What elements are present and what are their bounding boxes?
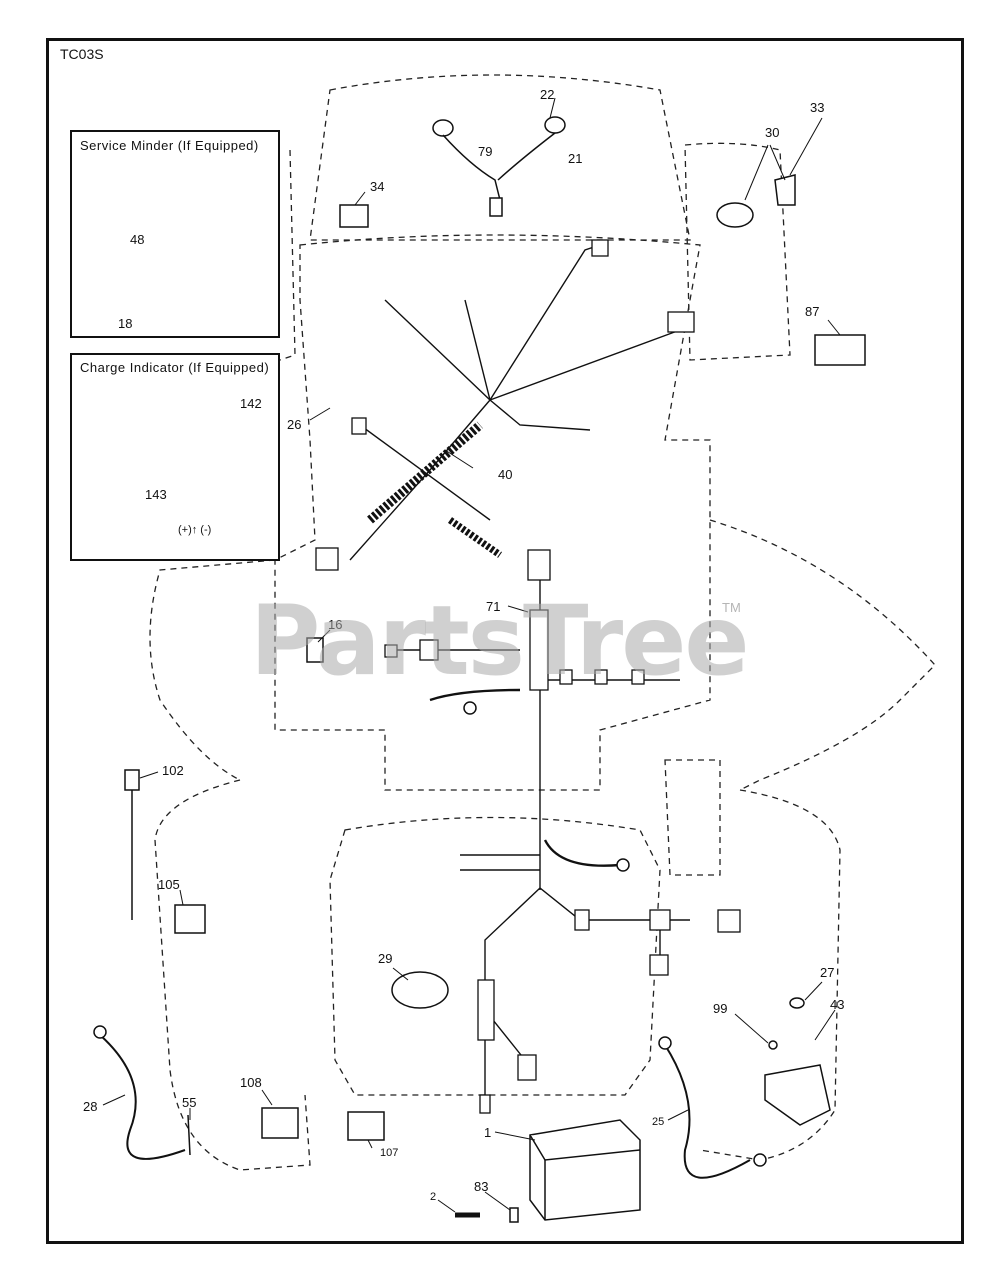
solenoid-105 [174,904,206,934]
part-label-40[interactable]: 40 [498,467,513,482]
part-label-108[interactable]: 108 [240,1075,262,1090]
plug-16 [306,637,324,663]
part-label-143[interactable]: 143 [145,487,167,502]
part-label-2[interactable]: 2 [430,1191,437,1203]
part-label-28[interactable]: 28 [83,1099,98,1114]
part-label-107[interactable]: 107 [380,1147,399,1159]
nut-83 [509,1207,519,1223]
part-label-79[interactable]: 79 [478,144,493,159]
watermark-logo: PartsTree [250,585,749,697]
dash-outline [274,234,711,791]
service-minder-inset [70,130,280,338]
headlight-left [432,119,454,137]
watermark-trademark: TM [722,600,741,615]
part-label-22[interactable]: 22 [540,87,555,102]
charge-indicator-title: Charge Indicator (If Equipped) [78,360,272,375]
ground-cable-right [664,1044,751,1179]
connector-main [527,549,551,581]
part-label-105[interactable]: 105 [158,877,180,892]
part-label-71[interactable]: 71 [486,599,501,614]
left-fender-outline [149,559,276,781]
part-label-48[interactable]: 48 [130,232,145,247]
part-label-83[interactable]: 83 [474,1179,489,1194]
right-fender-outline [709,519,936,791]
ignition-key [774,174,796,206]
part-label-30[interactable]: 30 [765,125,780,140]
part-label-33[interactable]: 33 [810,100,825,115]
part-label-25[interactable]: 25 [652,1116,665,1128]
part-label-29[interactable]: 29 [378,951,393,966]
part-label-142[interactable]: 142 [240,396,262,411]
nut-27 [789,997,805,1009]
part-label-43[interactable]: 43 [830,997,845,1012]
diagram-code: TC03S [60,46,104,62]
polarity-label: (+)↑ (-) [178,524,212,536]
part-label-55[interactable]: 55 [182,1095,197,1110]
screw-55 [187,1114,191,1156]
battery [529,1119,641,1221]
part-label-26[interactable]: 26 [287,417,302,432]
harness-loom [367,421,483,524]
headlight-connector [489,197,503,217]
rear-body-outline [699,789,841,1161]
part-label-16[interactable]: 16 [328,617,343,632]
part-label-99[interactable]: 99 [713,1001,728,1016]
part-label-27[interactable]: 27 [820,965,835,980]
part-label-18[interactable]: 18 [118,316,133,331]
service-minder-title: Service Minder (If Equipped) [78,138,261,153]
switch-108 [261,1107,299,1139]
part-label-34[interactable]: 34 [370,179,385,194]
component-29 [391,971,449,1009]
part-label-21[interactable]: 21 [568,151,583,166]
ignition-switch [716,202,754,228]
headlight-right [544,116,566,134]
part-label-87[interactable]: 87 [805,304,820,319]
switch-34 [339,204,369,228]
ground-cable-left [99,1034,186,1160]
module-107 [347,1111,385,1141]
hood-outline [309,74,691,241]
screw-99 [768,1040,778,1050]
part-label-102[interactable]: 102 [162,763,184,778]
relay-87 [814,334,866,366]
diagram-border [46,38,964,1244]
switch-bracket-43 [764,1064,831,1126]
seat-outline [329,816,661,1096]
charge-indicator-inset [70,353,280,561]
part-label-1[interactable]: 1 [484,1125,492,1140]
fuse-holder-102 [124,769,140,791]
